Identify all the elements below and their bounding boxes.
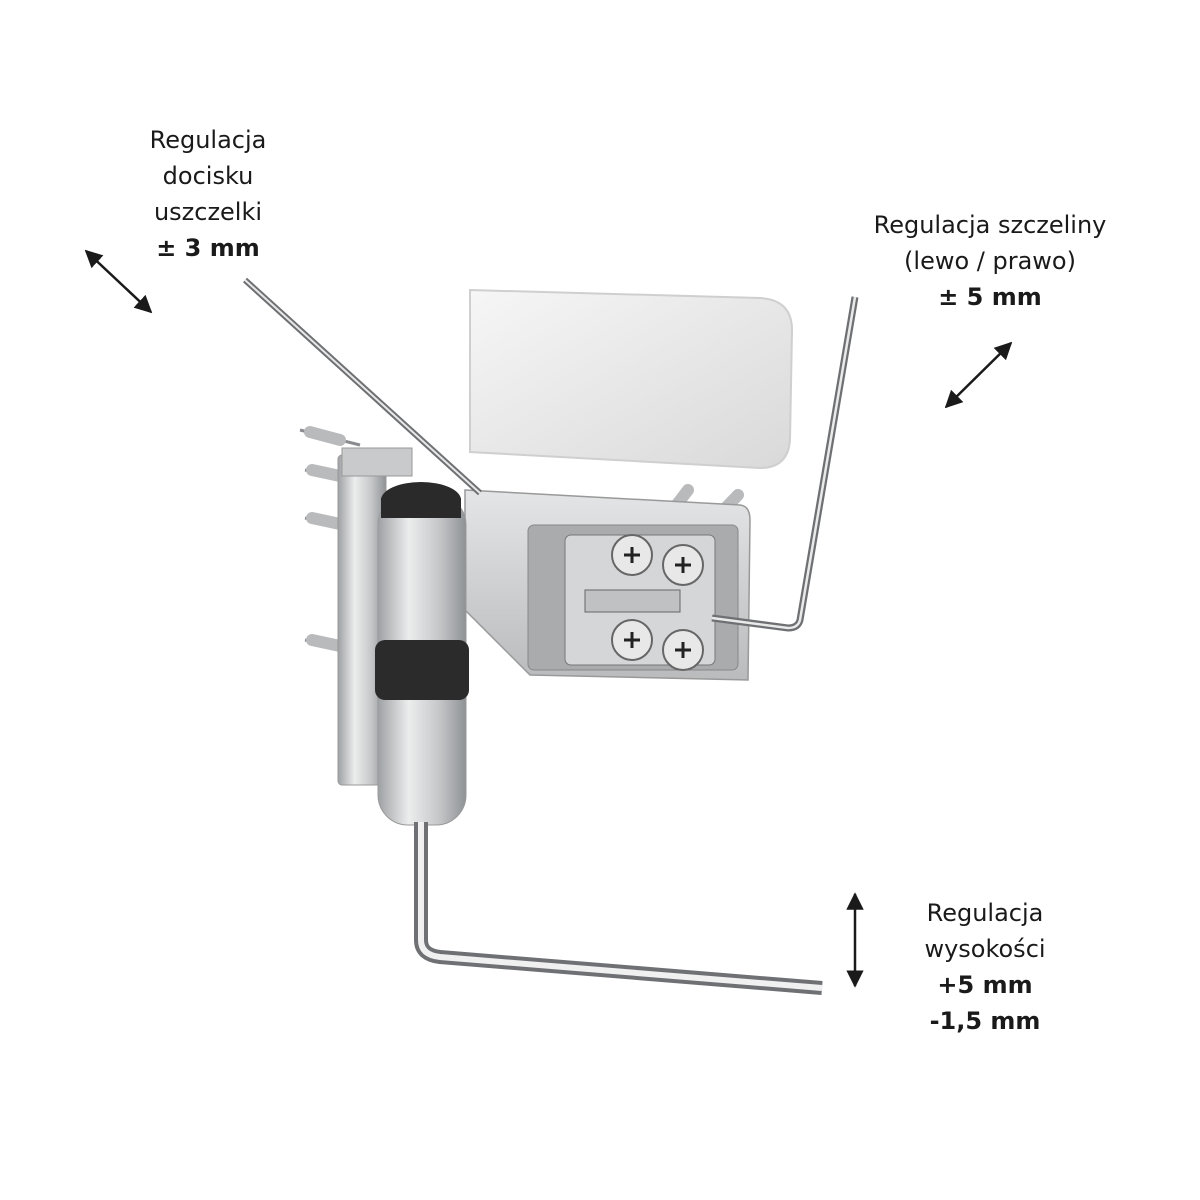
gasket-adjustment-value: ± 3 mm: [156, 234, 260, 262]
gap-adjustment-value: ± 5 mm: [938, 283, 1042, 311]
label-line: docisku: [162, 162, 254, 190]
black-ring: [375, 640, 469, 700]
height-adjustment-value-minus: -1,5 mm: [929, 1007, 1041, 1035]
gap-double-arrow-icon: [944, 341, 1013, 409]
gap-adjustment-label: Regulacja szczeliny (lewo / prawo) ± 5 m…: [830, 207, 1150, 315]
gasket-double-arrow-icon: [84, 249, 153, 314]
label-line: (lewo / prawo): [904, 247, 1076, 275]
label-line: wysokości: [924, 935, 1046, 963]
label-line: Regulacja: [926, 899, 1044, 927]
hinge-cover: [469, 288, 794, 470]
label-line: Regulacja: [149, 126, 267, 154]
label-line: uszczelki: [153, 198, 263, 226]
height-adjustment-label: Regulacja wysokości +5 mm -1,5 mm: [880, 895, 1090, 1039]
label-line: Regulacja szczeliny: [873, 211, 1107, 239]
gasket-adjustment-label: Regulacja docisku uszczelki ± 3 mm: [88, 122, 328, 266]
height-adjustment-value-plus: +5 mm: [937, 971, 1033, 999]
